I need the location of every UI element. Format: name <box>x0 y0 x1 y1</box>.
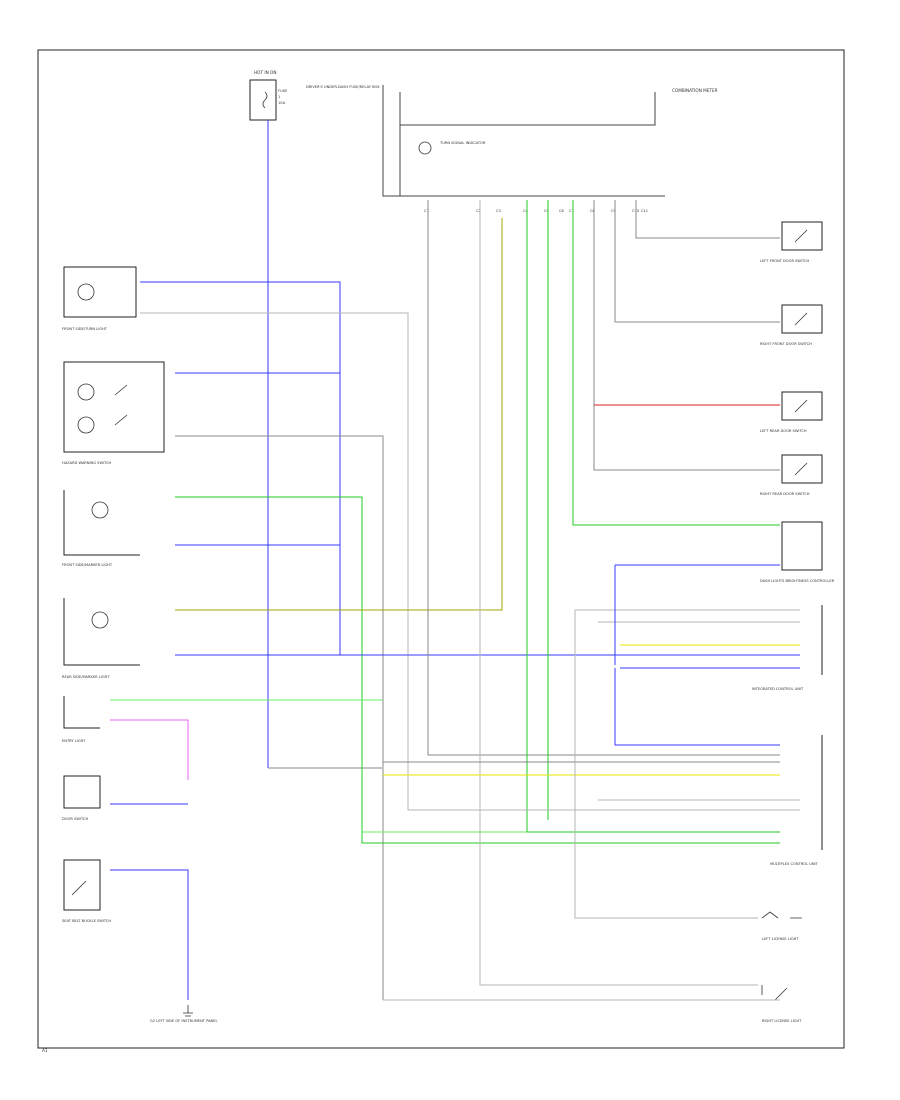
fuse-icon <box>262 91 268 109</box>
left-license-light: LEFT LICENSE LIGHT <box>761 911 802 941</box>
switch-contact-icon <box>794 312 808 326</box>
dash-brightness-controller: DASH LIGHTS BRIGHTNESS CONTROLLER <box>760 521 835 583</box>
door-switch: DOOR SWITCH <box>62 775 101 821</box>
left-lamp-label: LEFT LICENSE LIGHT <box>762 937 799 941</box>
bulb-icon <box>77 383 95 401</box>
rear-side-light-label: REAR SIDE/MARKER LIGHT <box>62 675 110 679</box>
switch-contact-icon <box>761 911 802 919</box>
fuse-id: 1 <box>278 95 280 99</box>
switch-contact-icon <box>794 462 808 476</box>
meter-indicator-label: TURN SIGNAL INDICATOR <box>439 141 486 145</box>
meter-pin-label: C1 <box>424 209 429 213</box>
entry-light: ENTRY LIGHT <box>62 696 100 743</box>
combination-meter: COMBINATION METER TURN SIGNAL INDICATOR … <box>382 85 718 213</box>
right-rear-switch-label: RIGHT REAR DOOR SWITCH <box>760 492 810 496</box>
bulb-icon <box>91 501 109 519</box>
door-switch-label: DOOR SWITCH <box>62 817 88 821</box>
left-front-door-switch: LEFT FRONT DOOR SWITCH <box>760 221 823 263</box>
seat-belt-label: SEAT BELT BUCKLE SWITCH <box>62 919 111 923</box>
left-front-switch-label: LEFT FRONT DOOR SWITCH <box>760 259 809 263</box>
multiplex-unit-label: MULTIPLEX CONTROL UNIT <box>770 862 819 866</box>
entry-light-label: ENTRY LIGHT <box>62 739 86 743</box>
control-unit-label: INTEGRATED CONTROL UNIT <box>752 687 804 691</box>
ground-icon <box>183 1005 193 1017</box>
right-front-door-switch: RIGHT FRONT DOOR SWITCH <box>760 304 823 346</box>
fuse-block: HOT IN ON FUSE 1 10A DRIVER'S UNDER-DASH… <box>249 70 380 121</box>
right-license-light: RIGHT LICENSE LIGHT <box>761 985 802 1023</box>
fuse-amps: 10A <box>278 101 286 105</box>
fuse-block-label: HOT IN ON <box>254 70 276 75</box>
wires <box>110 120 800 1001</box>
right-front-switch-label: RIGHT FRONT DOOR SWITCH <box>760 342 812 346</box>
seat-belt-switch: SEAT BELT BUCKLE SWITCH <box>62 859 111 923</box>
ground-label: G2 LEFT SIDE OF INSTRUMENT PANEL <box>150 1019 218 1023</box>
hazard-warning-switch: HAZARD WARNING SWITCH <box>62 361 165 465</box>
rear-side-light: REAR SIDE/MARKER LIGHT <box>62 598 140 679</box>
meter-pin-label: C9 <box>611 209 617 213</box>
footer-code: A1 <box>42 1048 48 1053</box>
meter-pin-label: C2 <box>476 209 481 213</box>
meter-pin-label: C5 <box>544 209 549 213</box>
left-rear-switch-label: LEFT REAR DOOR SWITCH <box>760 429 807 433</box>
diagram-frame <box>37 49 845 1049</box>
meter-pin-label: C7 <box>569 209 574 213</box>
left-rear-door-switch: LEFT REAR DOOR SWITCH <box>760 391 823 433</box>
integrated-control-unit: INTEGRATED CONTROL UNIT <box>752 605 823 691</box>
meter-pin-label: C8 <box>590 209 596 213</box>
meter-label: COMBINATION METER <box>672 88 718 93</box>
fuse-label: FUSE <box>278 89 288 93</box>
switch-contact-icon <box>71 880 87 896</box>
front-side-light-label: FRONT SIDE/TURN LIGHT <box>62 327 108 331</box>
front-parking-light-label: FRONT SIDE/MARKER LIGHT <box>62 563 113 567</box>
hazard-switch-label: HAZARD WARNING SWITCH <box>62 461 112 465</box>
bulb-icon <box>77 416 95 434</box>
right-rear-door-switch: RIGHT REAR DOOR SWITCH <box>760 454 823 496</box>
meter-pin-label: C11 <box>641 209 648 213</box>
meter-pin-label: C4 <box>523 209 529 213</box>
front-parking-light: FRONT SIDE/MARKER LIGHT <box>62 490 140 567</box>
meter-pin-label: C6 <box>559 209 565 213</box>
controller-label: DASH LIGHTS BRIGHTNESS CONTROLLER <box>760 579 835 583</box>
bulb-icon <box>77 283 95 301</box>
switch-contact-icon <box>761 985 788 1001</box>
front-side-light: FRONT SIDE/TURN LIGHT <box>62 266 137 331</box>
right-lamp-label: RIGHT LICENSE LIGHT <box>762 1019 802 1023</box>
switch-contact-icon <box>114 384 128 426</box>
bulb-icon <box>91 611 109 629</box>
indicator-bulb-icon <box>418 141 432 155</box>
meter-pin-label: C3 <box>496 209 501 213</box>
switch-contact-icon <box>794 229 808 243</box>
switch-contact-icon <box>794 399 808 413</box>
multiplex-control-unit: MULTIPLEX CONTROL UNIT <box>770 735 823 866</box>
fuse-desc: DRIVER'S UNDER-DASH FUSE/RELAY BOX <box>306 85 380 89</box>
